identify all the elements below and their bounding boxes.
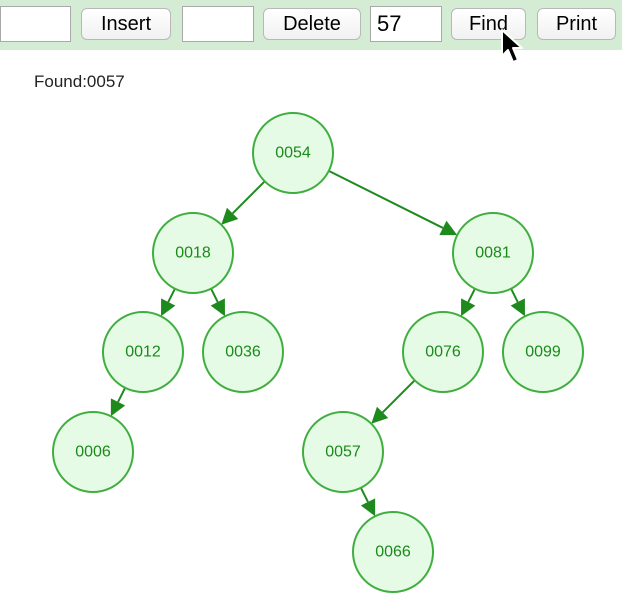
tree-edge bbox=[210, 288, 225, 317]
tree-node-label: 0012 bbox=[125, 344, 161, 361]
status-message: Found:0057 bbox=[34, 72, 125, 91]
tree-node-label: 0081 bbox=[475, 245, 511, 262]
mouse-pointer-icon bbox=[501, 29, 523, 63]
tree-node-circle bbox=[402, 311, 484, 393]
tree-node: 0057 bbox=[302, 411, 384, 493]
tree-edge bbox=[359, 487, 376, 517]
tree-node-label: 0099 bbox=[525, 344, 561, 361]
tree-edge-line bbox=[359, 487, 369, 503]
tree-node: 0076 bbox=[402, 311, 484, 393]
tree-node-circle bbox=[102, 311, 184, 393]
tree-node: 0099 bbox=[502, 311, 584, 393]
tree-node: 0054 bbox=[252, 112, 334, 194]
tree-node-circle bbox=[252, 112, 334, 194]
arrowhead-icon bbox=[371, 406, 389, 424]
arrowhead-icon bbox=[439, 220, 458, 236]
tree-node: 0066 bbox=[352, 511, 434, 593]
tree-node-label: 0066 bbox=[375, 544, 411, 561]
tree-node-circle bbox=[352, 511, 434, 593]
arrowhead-icon bbox=[161, 298, 176, 317]
tree-edge bbox=[461, 288, 476, 317]
arrowhead-icon bbox=[110, 398, 126, 417]
arrowhead-icon bbox=[210, 298, 225, 317]
tree-edge-line bbox=[167, 288, 176, 303]
tree-edge bbox=[371, 379, 416, 424]
tree-node-label: 0018 bbox=[175, 245, 211, 262]
tree-edge-line bbox=[381, 379, 416, 414]
tree-node-label: 0076 bbox=[425, 344, 461, 361]
tree-edge-line bbox=[117, 387, 127, 403]
tree-node-label: 0036 bbox=[225, 344, 261, 361]
tree-node-circle bbox=[452, 212, 534, 294]
tree-nodes: 0054 0018 0081 0012 0036 0076 0099 0006 0057 0066 bbox=[52, 112, 584, 593]
tree-edge-line bbox=[328, 169, 444, 229]
tree-edge-line bbox=[210, 288, 219, 303]
tree-edge bbox=[161, 288, 176, 317]
tree-edge bbox=[221, 180, 266, 225]
arrowhead-icon bbox=[360, 498, 376, 517]
tree-node: 0018 bbox=[152, 212, 234, 294]
tree-edges bbox=[110, 169, 525, 517]
tree-node-circle bbox=[202, 311, 284, 393]
tree-edge-line bbox=[231, 180, 266, 215]
arrowhead-icon bbox=[461, 298, 476, 317]
print-button[interactable]: Print bbox=[537, 8, 616, 40]
tree-node-circle bbox=[52, 411, 134, 493]
tree-node: 0006 bbox=[52, 411, 134, 493]
tree-node: 0012 bbox=[102, 311, 184, 393]
tree-edge-line bbox=[467, 288, 476, 303]
tree-edge bbox=[110, 387, 127, 417]
delete-button[interactable]: Delete bbox=[263, 8, 361, 40]
find-button[interactable]: Find bbox=[451, 8, 526, 40]
tree-node-label: 0006 bbox=[75, 444, 111, 461]
tree-node: 0036 bbox=[202, 311, 284, 393]
arrowhead-icon bbox=[221, 207, 239, 225]
insert-button[interactable]: Insert bbox=[81, 8, 171, 40]
tree-node-circle bbox=[302, 411, 384, 493]
tree-node-label: 0054 bbox=[275, 145, 311, 162]
arrowhead-icon bbox=[510, 298, 525, 317]
tree-edge bbox=[328, 169, 458, 236]
tree-node: 0081 bbox=[452, 212, 534, 294]
tree-node-label: 0057 bbox=[325, 444, 361, 461]
tree-node-circle bbox=[502, 311, 584, 393]
find-value-input[interactable] bbox=[370, 6, 442, 42]
insert-value-input[interactable] bbox=[0, 6, 71, 42]
delete-value-input[interactable] bbox=[182, 6, 254, 42]
tree-edge-line bbox=[510, 288, 519, 303]
tree-node-circle bbox=[152, 212, 234, 294]
toolbar: Insert Delete Find Print bbox=[0, 0, 622, 50]
tree-edge bbox=[510, 288, 525, 317]
